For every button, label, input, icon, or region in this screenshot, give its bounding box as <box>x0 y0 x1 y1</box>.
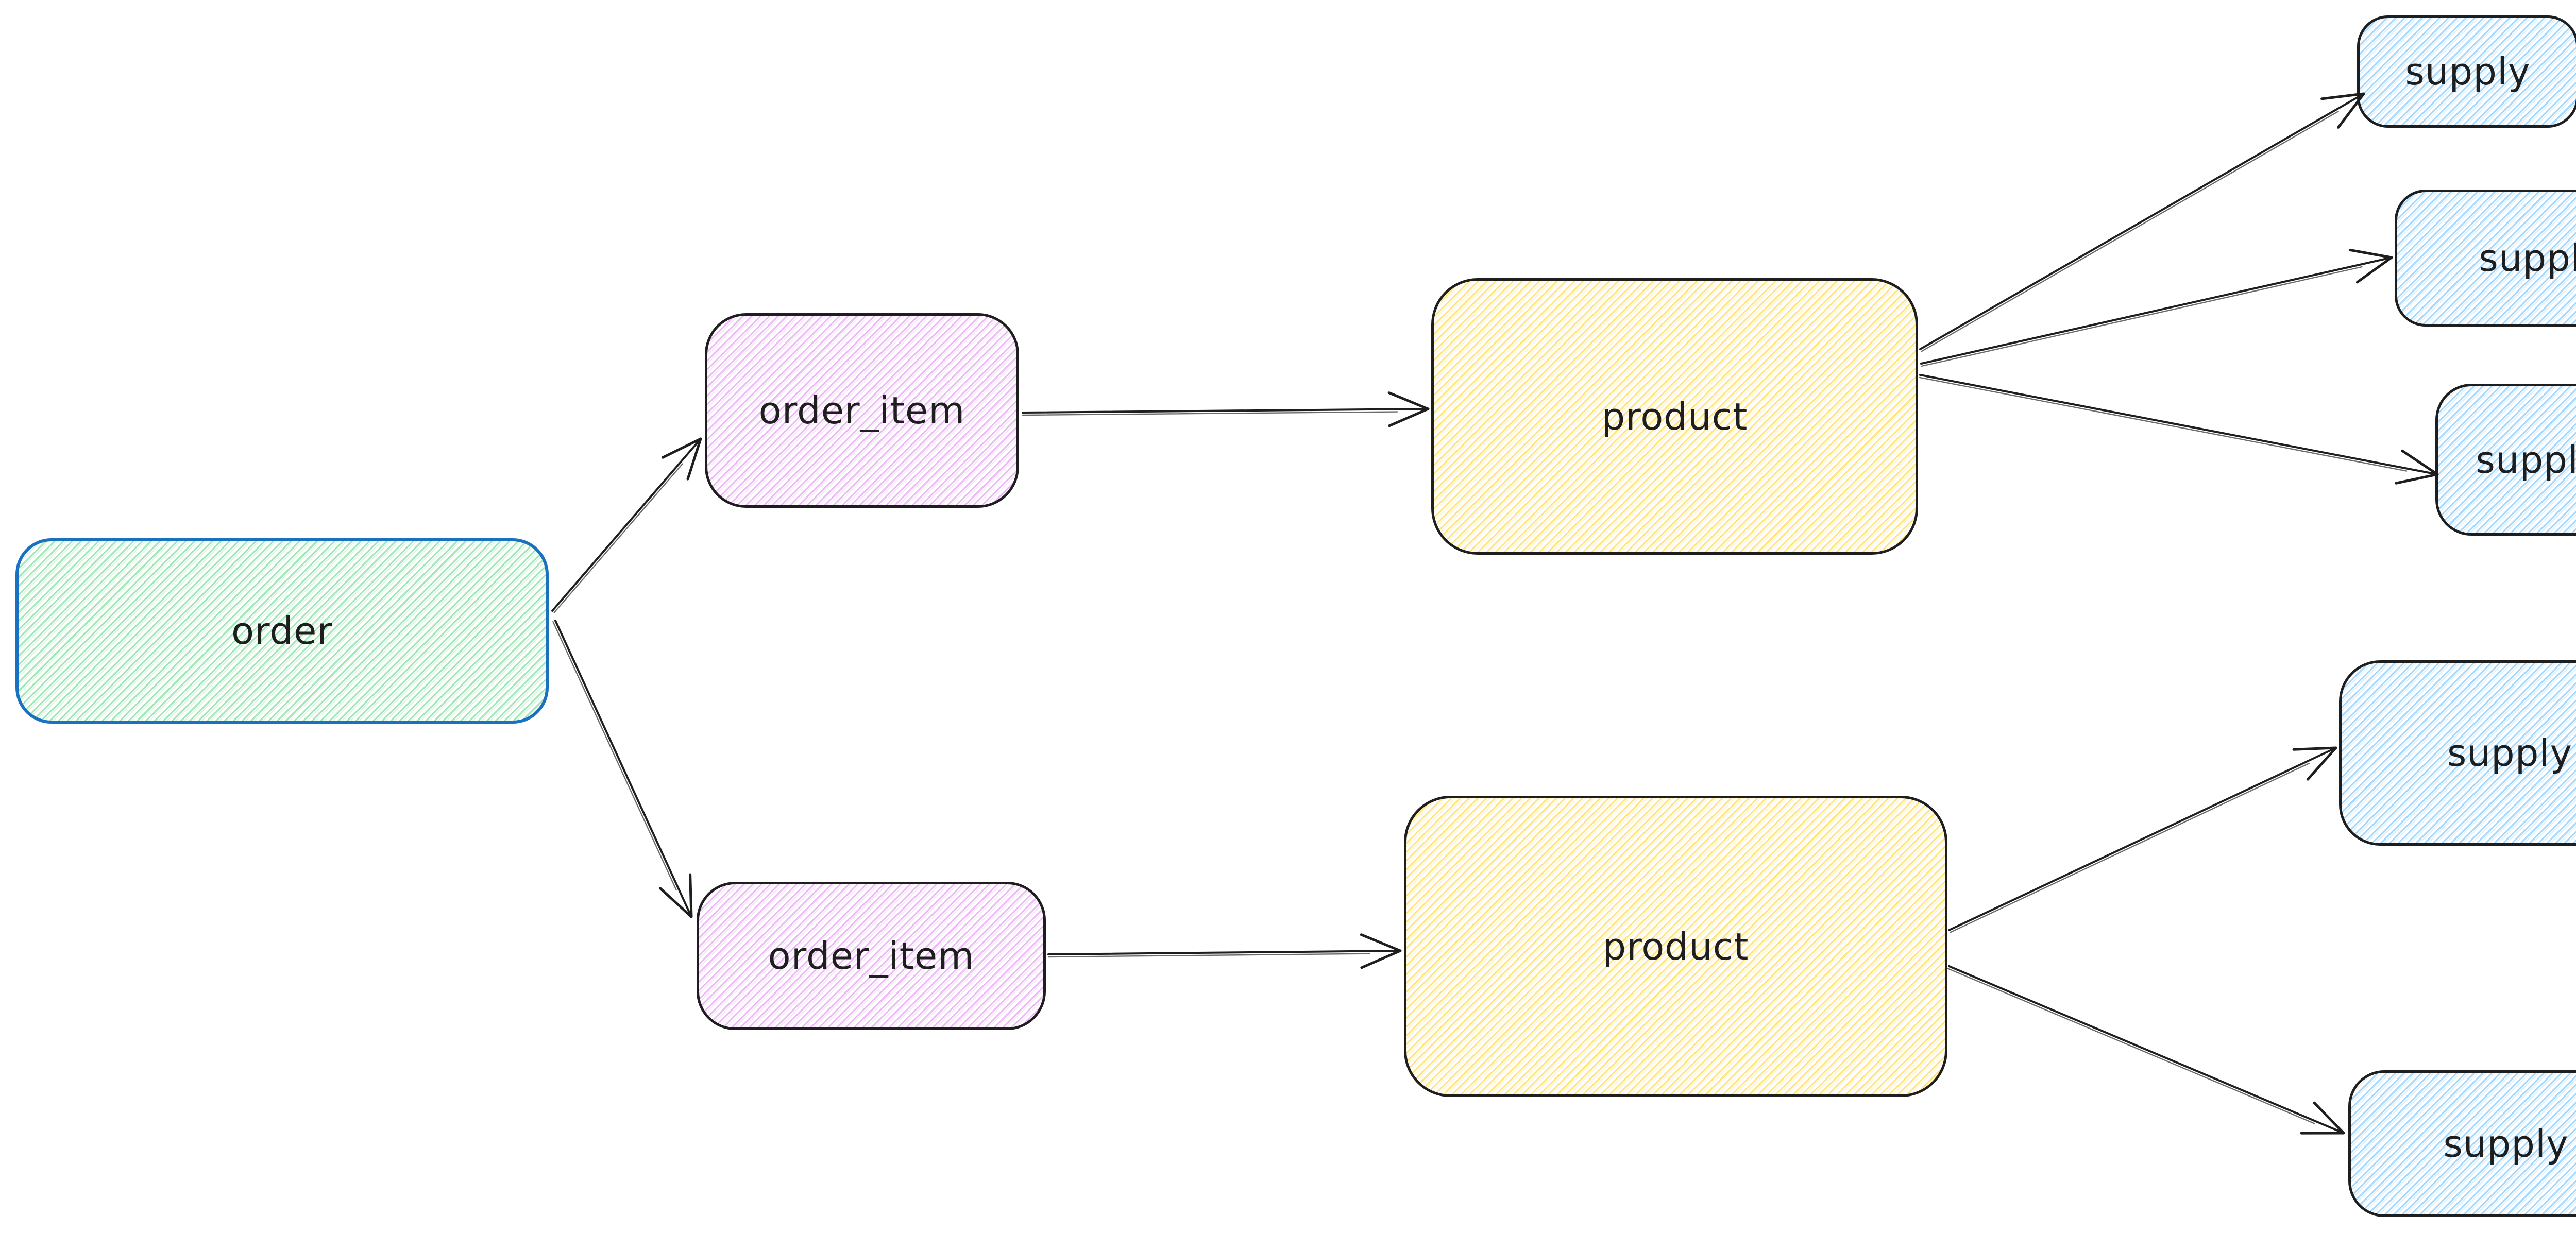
arrow-order-item-1-to-product-1[interactable] <box>1022 391 1430 427</box>
node-supply-2-label: supply <box>2479 236 2576 280</box>
arrow-product-1-to-supply-2[interactable] <box>1920 248 2393 367</box>
node-supply-5-label: supply <box>2443 1122 2569 1166</box>
node-supply-2[interactable]: supply <box>2395 190 2576 327</box>
node-order-label: order <box>231 609 333 653</box>
arrow-product-1-to-supply-3[interactable] <box>1919 374 2439 485</box>
node-product-1[interactable]: product <box>1431 278 1918 555</box>
arrow-order-to-order-item-2[interactable] <box>552 620 693 918</box>
node-order-item-2[interactable]: order_item <box>697 882 1046 1030</box>
node-supply-3-label: supply <box>2476 438 2576 482</box>
arrow-order-item-2-to-product-2[interactable] <box>1047 933 1402 969</box>
node-supply-1-label: supply <box>2405 50 2531 93</box>
node-supply-4-label: supply <box>2447 731 2573 775</box>
node-product-1-label: product <box>1601 395 1748 438</box>
node-supply-3[interactable]: supply <box>2435 384 2576 536</box>
node-supply-1[interactable]: supply <box>2357 15 2576 128</box>
node-order[interactable]: order <box>15 538 549 724</box>
node-supply-4[interactable]: supply <box>2339 660 2576 846</box>
arrow-product-2-to-supply-5[interactable] <box>1947 965 2345 1135</box>
node-product-2-label: product <box>1602 924 1749 968</box>
node-order-item-2-label: order_item <box>768 934 975 978</box>
node-order-item-1[interactable]: order_item <box>705 313 1019 508</box>
node-supply-5[interactable]: supply <box>2348 1070 2576 1217</box>
arrow-product-1-to-supply-1[interactable] <box>1919 92 2365 352</box>
arrow-order-to-order-item-1[interactable] <box>551 437 702 613</box>
node-order-item-1-label: order_item <box>758 389 965 432</box>
arrow-product-2-to-supply-4[interactable] <box>1948 746 2337 933</box>
node-product-2[interactable]: product <box>1404 796 1947 1097</box>
